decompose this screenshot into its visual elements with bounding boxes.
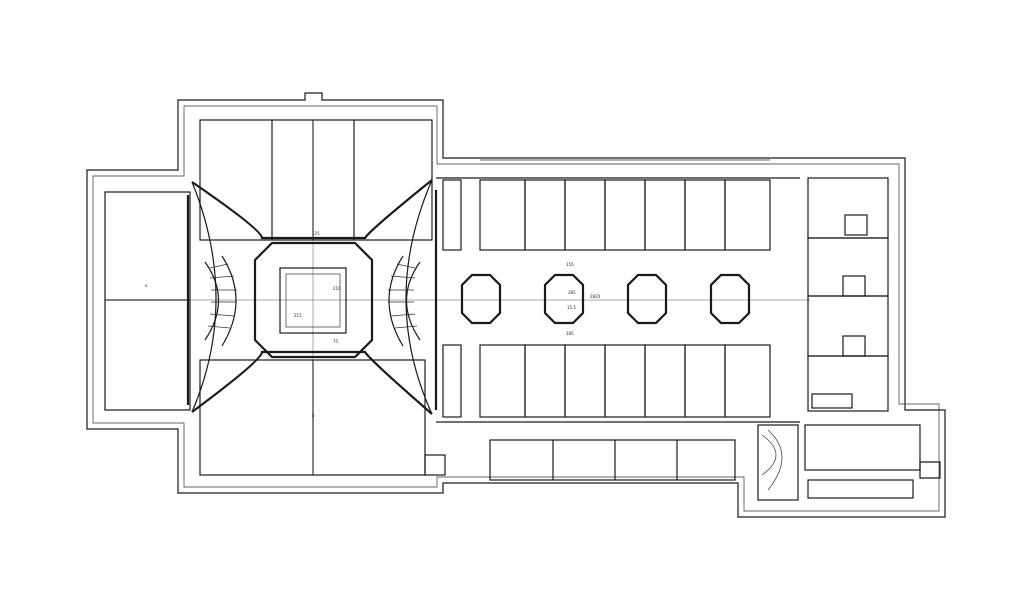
left-bench	[204, 255, 237, 347]
dim-lower: 185	[566, 331, 574, 336]
octagon-core	[253, 241, 374, 359]
dim-mid-3: 2820	[590, 294, 601, 299]
dim-mid-4: 15.5	[567, 305, 576, 310]
dim-mid-2: 285	[568, 290, 576, 295]
cells-bottom	[436, 344, 800, 423]
central-hall	[186, 179, 438, 415]
annex-rooms	[489, 439, 736, 481]
inner-wall	[92, 105, 940, 512]
corridor-tables	[460, 273, 751, 325]
room-label-b: b	[312, 413, 315, 418]
outer-wall	[86, 92, 946, 518]
dim-center: 210	[333, 286, 341, 291]
left-bays	[104, 191, 191, 411]
room-label-a: a	[145, 283, 148, 288]
cells-top	[436, 159, 800, 251]
top-bays	[199, 119, 433, 241]
dim-right: 75	[333, 339, 339, 344]
service-block	[807, 177, 889, 412]
stair-block	[757, 424, 941, 501]
dim-top: 125	[312, 231, 320, 236]
right-bench	[388, 255, 421, 347]
dim-mid-1: 155	[566, 262, 574, 267]
dim-left: 215	[294, 313, 302, 318]
